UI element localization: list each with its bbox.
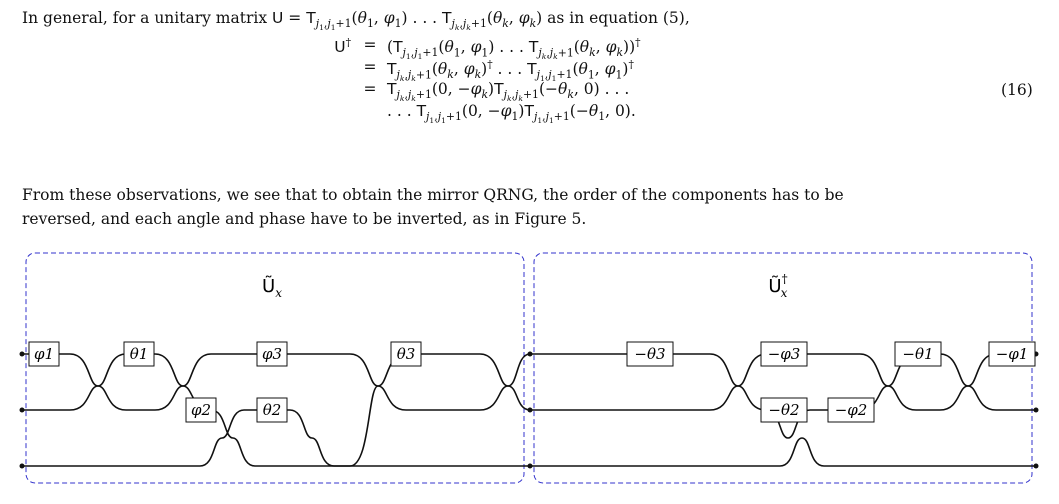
wire-bottom bbox=[22, 409, 1036, 467]
svg-text:−θ2: −θ2 bbox=[768, 401, 799, 419]
wire-top bbox=[22, 353, 1036, 387]
label-neg-phi2: −φ2 bbox=[827, 397, 875, 423]
svg-text:φ2: φ2 bbox=[191, 401, 211, 419]
mode-endpoints bbox=[19, 351, 1039, 469]
right-dashed-box bbox=[533, 252, 1033, 484]
label-neg-theta2: −θ2 bbox=[760, 397, 808, 423]
svg-text:−φ3: −φ3 bbox=[768, 345, 801, 363]
wire-middle bbox=[22, 385, 1036, 467]
mirror-qrng-circuit-figure: Ũx Ũ†x φ1 θ1 φ3 θ3 φ2 θ2 −θ3 −φ3 −θ1 −φ1 −θ2 −φ2 bbox=[19, 252, 1039, 484]
svg-text:−φ1: −φ1 bbox=[996, 345, 1029, 363]
svg-text:−φ2: −φ2 bbox=[835, 401, 868, 419]
label-neg-phi1: −φ1 bbox=[988, 341, 1036, 367]
label-neg-theta3: −θ3 bbox=[626, 341, 674, 367]
component-label-boxes: φ1 θ1 φ3 θ3 φ2 θ2 −θ3 −φ3 −θ1 −φ1 −θ2 −φ2 bbox=[28, 341, 1036, 423]
label-phi3: φ3 bbox=[256, 341, 288, 367]
svg-text:θ2: θ2 bbox=[263, 401, 282, 419]
label-theta3: θ3 bbox=[390, 341, 422, 367]
svg-text:−θ1: −θ1 bbox=[902, 345, 933, 363]
observation-line-1: From these observations, we see that to … bbox=[22, 186, 844, 204]
label-neg-phi3: −φ3 bbox=[760, 341, 808, 367]
label-neg-theta1: −θ1 bbox=[894, 341, 942, 367]
right-title: Ũ†x bbox=[768, 272, 787, 300]
label-phi2: φ2 bbox=[185, 397, 217, 423]
svg-text:φ3: φ3 bbox=[262, 345, 282, 363]
label-theta1: θ1 bbox=[123, 341, 155, 367]
left-title: Ũx bbox=[262, 275, 282, 300]
left-dashed-box bbox=[25, 252, 525, 484]
svg-text:θ3: θ3 bbox=[397, 345, 416, 363]
svg-text:−θ3: −θ3 bbox=[634, 345, 665, 363]
intro-paragraph: In general, for a unitary matrix U = Tj1… bbox=[22, 9, 690, 33]
observation-line-2: reversed, and each angle and phase have … bbox=[22, 210, 587, 228]
label-phi1: φ1 bbox=[28, 341, 60, 367]
svg-text:φ1: φ1 bbox=[34, 345, 54, 363]
equation-number: (16) bbox=[1001, 81, 1033, 99]
svg-text:θ1: θ1 bbox=[130, 345, 149, 363]
label-theta2: θ2 bbox=[256, 397, 288, 423]
